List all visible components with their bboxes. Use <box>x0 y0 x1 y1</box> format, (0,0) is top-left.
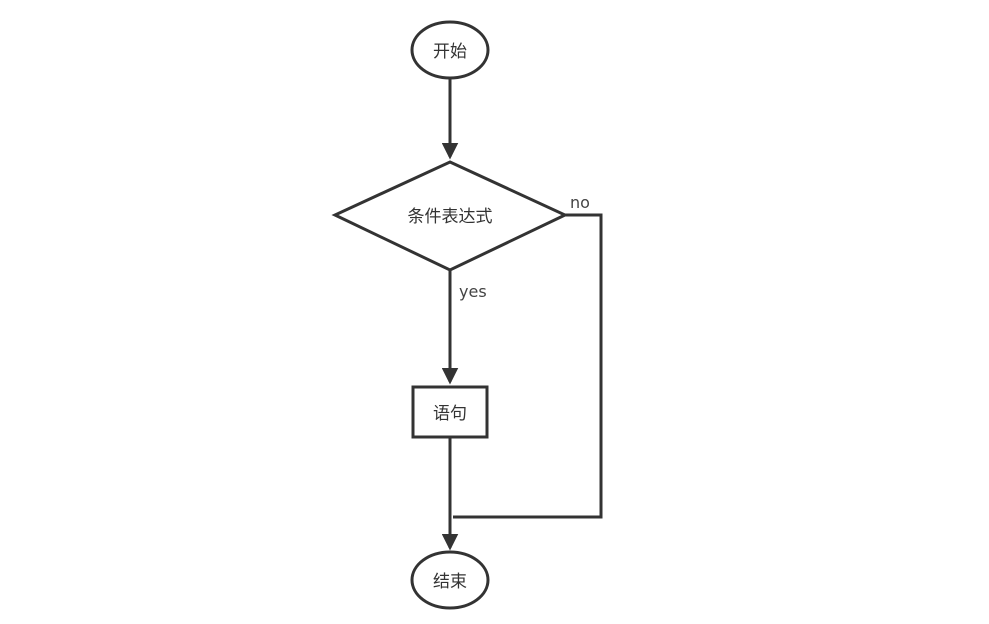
statement-label: 语句 <box>433 404 467 424</box>
yes-branch-label: yes <box>459 282 487 301</box>
end-label: 结束 <box>433 572 467 592</box>
condition-diamond <box>331 160 569 272</box>
statement-rect <box>411 385 489 439</box>
node-end: 结束 <box>410 550 490 610</box>
start-ellipse <box>410 20 490 80</box>
edge-condition-no <box>453 213 603 519</box>
node-condition: 条件表达式 <box>331 160 569 272</box>
condition-label: 条件表达式 <box>408 207 493 227</box>
start-label: 开始 <box>433 42 467 62</box>
node-start: 开始 <box>410 20 490 80</box>
node-statement: 语句 <box>411 385 489 439</box>
no-branch-label: no <box>570 193 590 212</box>
end-ellipse <box>410 550 490 610</box>
